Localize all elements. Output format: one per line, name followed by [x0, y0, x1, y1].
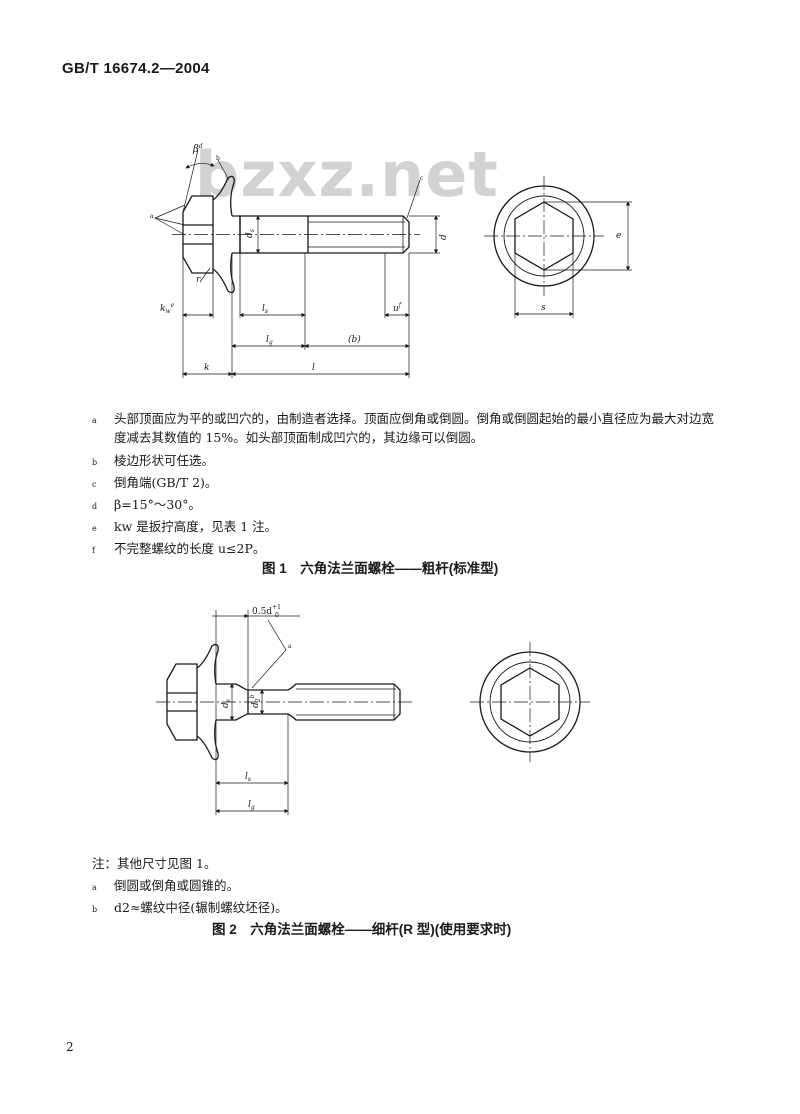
- note-b-marker: b: [216, 155, 220, 162]
- figure-1-caption: 图 1 六角法兰面螺栓——粗杆(标准型): [262, 561, 499, 576]
- s-label: s: [541, 303, 546, 313]
- d2-label: d2b: [249, 694, 262, 708]
- note-c-marker: c: [420, 175, 424, 182]
- note-a-marker-2: a: [288, 643, 292, 650]
- page-number: 2: [66, 1040, 74, 1054]
- d-label: d: [439, 234, 449, 240]
- ds-label-2: ds: [221, 699, 232, 708]
- l-label: l: [312, 363, 315, 373]
- figure-2-notes: 注：其他尺寸见图 1。 a 倒圆或倒角或圆锥的。 b d2≈螺纹中径(辗制螺纹坯…: [92, 856, 288, 915]
- radius-label: r: [196, 275, 201, 285]
- lg-label: lg: [266, 335, 273, 346]
- k-label: k: [204, 363, 209, 373]
- figure-1-notes: a 头部顶面应为平的或凹穴的，由制造者选择。顶面应倒角或倒圆。倒角或倒圆起始的最…: [92, 411, 715, 556]
- u-label: uf: [393, 302, 403, 314]
- flange-lower: [212, 252, 235, 294]
- standard-code-header: GB/T 16674.2—2004: [62, 60, 210, 77]
- ls-label: ls: [262, 304, 268, 315]
- beta-label: βd: [192, 143, 203, 155]
- note-a-marker: a: [150, 213, 154, 220]
- lg-label-2: lg: [248, 800, 255, 811]
- figure-1-drawing: βd a b c r ds d kwe ls uf lg (b) k l e s: [150, 143, 632, 378]
- watermark-text: bzxz.net: [195, 138, 499, 211]
- hex-head-profile-2: [166, 663, 198, 741]
- e-label: e: [616, 231, 621, 241]
- flange-upper: [212, 175, 235, 217]
- kw-label: kwe: [160, 302, 175, 315]
- b-length-label: (b): [348, 334, 361, 345]
- ds-label: ds: [245, 229, 256, 238]
- figure-2-caption: 图 2 六角法兰面螺栓——细杆(R 型)(使用要求时): [212, 922, 512, 937]
- ls-label-2: ls: [245, 772, 251, 783]
